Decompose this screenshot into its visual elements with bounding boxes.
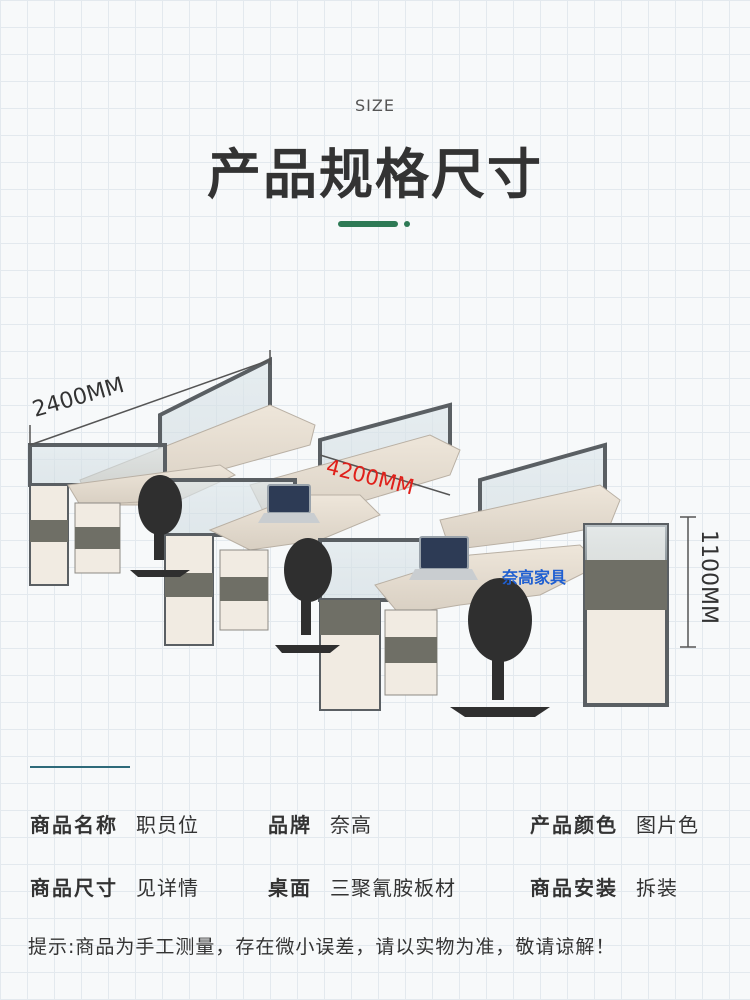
spec-product-name: 商品名称职员位 (30, 809, 199, 838)
measurement-notice: 提示:商品为手工测量，存在微小误差，请以实物为准，敬请谅解！ (28, 936, 616, 958)
dimension-height (680, 516, 696, 648)
spec-label: 品牌 (268, 813, 312, 837)
dimension-length-line (319, 454, 451, 496)
spec-label: 商品名称 (30, 813, 118, 837)
spec-color: 产品颜色图片色 (530, 809, 699, 838)
brand-sign: 奈高家具 (501, 568, 566, 587)
spec-label: 商品安装 (530, 876, 618, 900)
spec-brand: 品牌奈高 (268, 809, 372, 838)
office-chairs (130, 475, 550, 717)
spec-value: 见详情 (136, 876, 199, 900)
title-accent-dot (404, 221, 410, 227)
spec-value: 图片色 (636, 813, 699, 837)
dimension-height-label: 1100MM (696, 530, 721, 624)
spec-label: 商品尺寸 (30, 876, 118, 900)
section-divider (30, 766, 130, 768)
spec-label: 产品颜色 (530, 813, 618, 837)
spec-desktop: 桌面三聚氰胺板材 (268, 872, 456, 901)
title-accent-bar (338, 221, 398, 227)
spec-size: 商品尺寸见详情 (30, 872, 199, 901)
spec-label: 桌面 (268, 876, 312, 900)
spec-value: 奈高 (330, 813, 372, 837)
spec-value: 职员位 (136, 813, 199, 837)
spec-installation: 商品安装拆装 (530, 872, 678, 901)
workstation-right (318, 523, 669, 711)
dimension-width (29, 350, 271, 446)
page-title: 产品规格尺寸 (207, 143, 543, 206)
workstation-middle (163, 478, 381, 646)
spec-value: 拆装 (636, 876, 678, 900)
size-label: SIZE (355, 96, 395, 115)
spec-value: 三聚氰胺板材 (330, 876, 456, 900)
workstation-illustration: 2400MM 4200MM 1100MM 奈高家具 (28, 350, 721, 717)
